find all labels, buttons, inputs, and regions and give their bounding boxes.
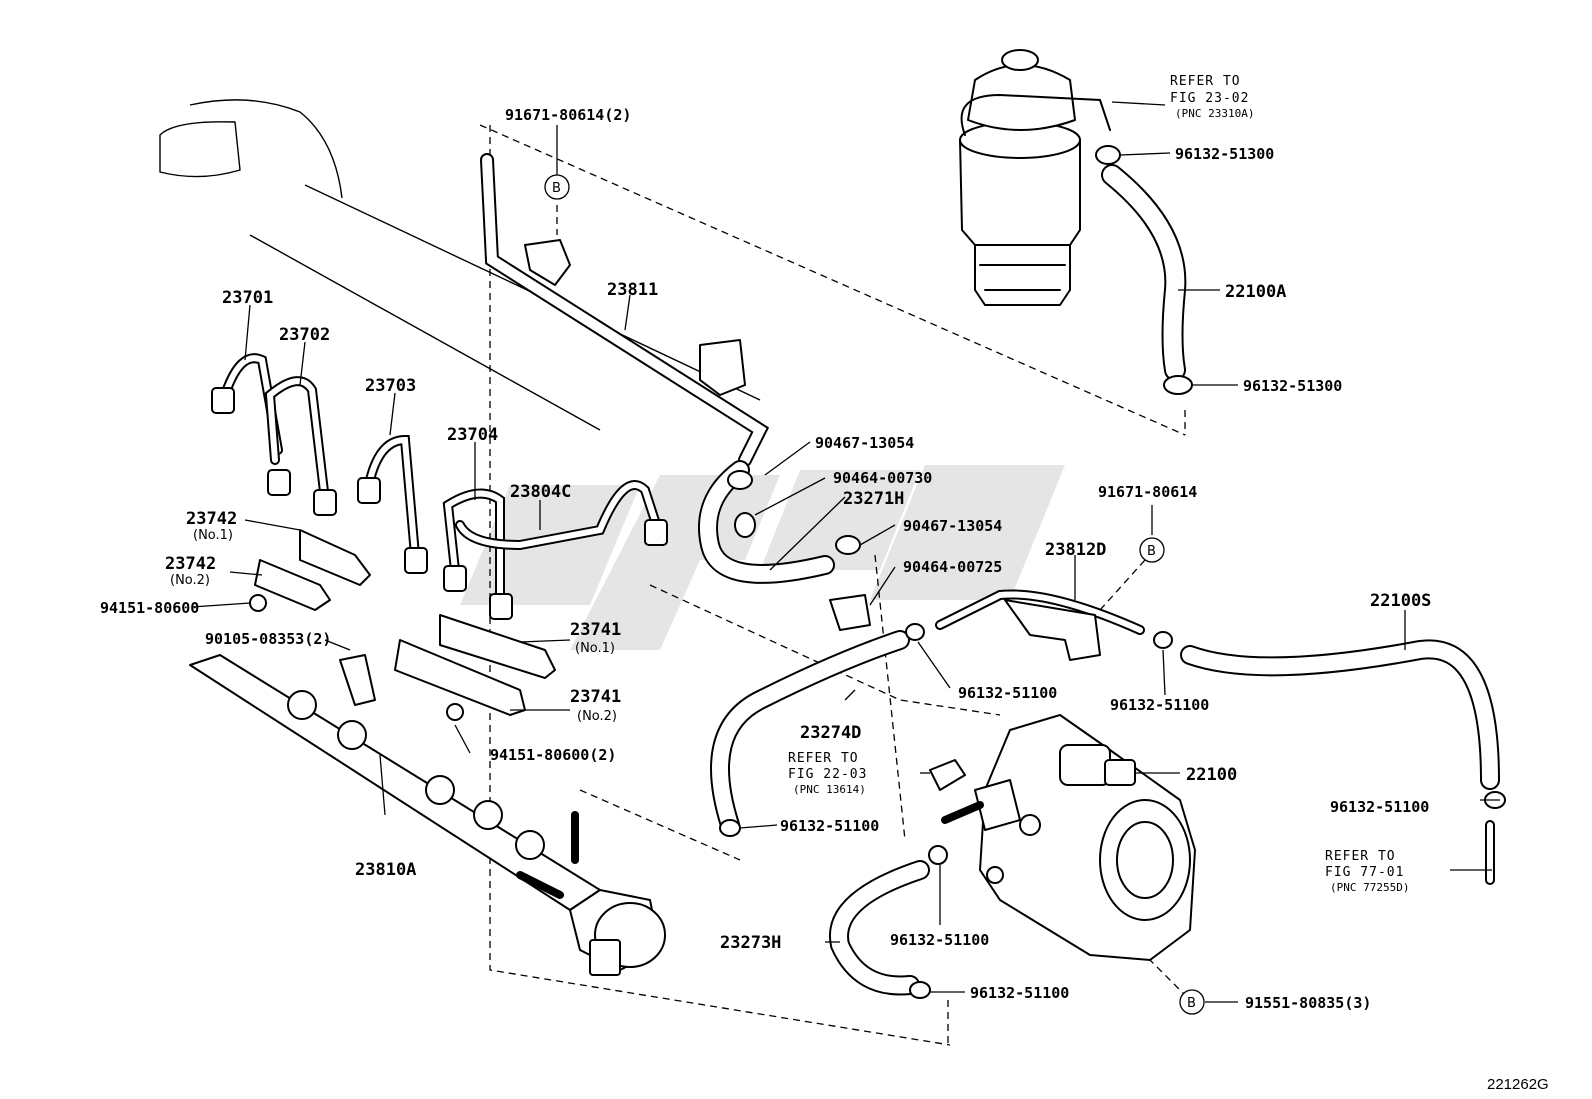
label-91671-80614-2: 91671-80614(2) [505,106,631,124]
clamps [249,529,556,721]
pipe-23804c [455,480,668,551]
label-23741-no1-sub: (No.1) [575,641,615,656]
label-22100a: 22100A [1225,282,1286,302]
hose-clamps [719,470,1506,999]
label-23742-no1: 23742 [186,509,237,529]
ref1-line3: (PNC 23310A) [1175,107,1254,120]
label-23741-no1: 23741 [570,620,621,640]
label-22100: 22100 [1186,765,1237,785]
ref1-line2: FIG 23-02 [1170,91,1249,106]
label-23273h: 23273H [720,933,781,953]
ref3-line2: FIG 77-01 [1325,865,1404,880]
label-23742-no2: 23742 [165,554,216,574]
dashed-leaders [479,124,1191,1046]
label-90467-13054: 90467-13054 [815,434,914,452]
hose-22100a [1095,145,1193,395]
label-94151-80600: 94151-80600 [100,599,199,617]
label-91671-80614: 91671-80614 [1098,483,1197,501]
fuel-filter [959,49,1111,306]
label-23742-no2-sub: (No.2) [170,573,210,588]
label-96132-51100-f: 96132-51100 [970,984,1069,1002]
label-22100s: 22100S [1370,591,1431,611]
label-90105-08353-2: 90105-08353(2) [205,630,331,648]
label-90464-00725: 90464-00725 [903,558,1002,576]
part-labels: B B B 91671-80614(2) 23811 23701 23702 2… [100,106,1431,1012]
label-96132-51100-a: 96132-51100 [958,684,1057,702]
label-23804c: 23804C [510,482,571,502]
ref2-line3: (PNC 13614) [793,783,866,796]
label-23701: 23701 [222,288,273,308]
pipe-23811 [480,153,770,467]
ref3-line1: REFER TO [1325,849,1396,864]
label-23702: 23702 [279,325,330,345]
label-96132-51100-b: 96132-51100 [1110,696,1209,714]
label-23271h: 23271H [843,489,904,509]
label-23741-no2: 23741 [570,687,621,707]
ref2-line2: FIG 22-03 [788,767,867,782]
supply-pump [941,714,1196,961]
leader-lines [191,101,1500,1003]
label-23811: 23811 [607,280,658,300]
ref1-line1: REFER TO [1170,74,1241,89]
circle-b-label-3: B [1187,996,1196,1011]
label-96132-51300-a: 96132-51300 [1175,145,1274,163]
label-94151-80600-2: 94151-80600(2) [490,746,616,764]
label-23741-no2-sub: (No.2) [577,709,617,724]
label-90467-13054-b: 90467-13054 [903,517,1002,535]
reference-notes: REFER TO FIG 23-02 (PNC 23310A) REFER TO… [788,74,1409,894]
label-90464-00730: 90464-00730 [833,469,932,487]
label-96132-51100-e: 96132-51100 [890,931,989,949]
injector-pipes [211,353,513,620]
figure-id: 221262G [1487,1076,1549,1093]
circle-b-label-2: B [1147,544,1156,559]
circle-b-markers [544,174,1205,1015]
label-96132-51300-b: 96132-51300 [1243,377,1342,395]
ref2-line1: REFER TO [788,751,859,766]
label-23812d: 23812D [1045,540,1106,560]
bracket-23812d [1004,599,1101,661]
label-23704: 23704 [447,425,498,445]
label-23274d: 23274D [800,723,861,743]
label-96132-51100-d: 96132-51100 [1330,798,1429,816]
hoses [698,460,1500,996]
circle-b-label-1: B [552,181,561,196]
label-91551-80835-3: 91551-80835(3) [1245,994,1371,1012]
ref3-line3: (PNC 77255D) [1330,881,1409,894]
label-23810a: 23810A [355,860,416,880]
common-rail [189,654,666,976]
label-96132-51100-c: 96132-51100 [780,817,879,835]
label-23703: 23703 [365,376,416,396]
label-23742-no1-sub: (No.1) [193,528,233,543]
